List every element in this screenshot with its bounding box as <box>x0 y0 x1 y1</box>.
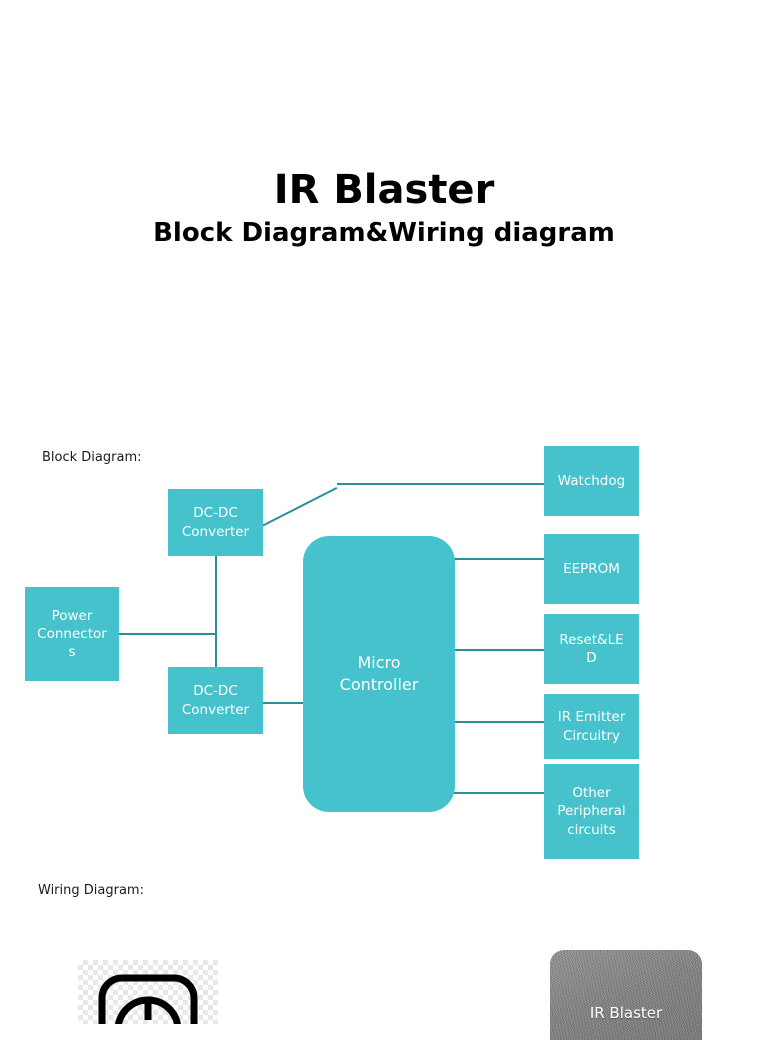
node-other-peripheral-circuits[interactable]: Other Peripheral circuits <box>544 764 639 859</box>
page-subtitle: Block Diagram&Wiring diagram <box>153 218 615 248</box>
node-label-line: Circuitry <box>563 727 620 744</box>
block-diagram-label: Block Diagram: <box>42 450 142 465</box>
node-power-connectors[interactable]: Power Connector s <box>25 587 119 681</box>
node-ir-emitter-circuitry[interactable]: IR Emitter Circuitry <box>544 694 639 759</box>
node-reset-led[interactable]: Reset&LE D <box>544 614 639 684</box>
node-label-line: Watchdog <box>557 472 626 489</box>
wiring-diagram: IR Blaster <box>0 930 768 1040</box>
node-dcdc-converter-top[interactable]: DC-DC Converter <box>168 489 263 556</box>
node-label-line: D <box>586 650 597 666</box>
wire-mcu-to-eeprom <box>452 558 546 560</box>
node-label-line: IR Emitter <box>557 709 626 726</box>
wire-mcu-to-other-peripherals <box>452 792 546 794</box>
wire-dcdc-top-diagonal <box>261 486 338 527</box>
node-label-line: EEPROM <box>563 560 620 577</box>
wire-mcu-to-reset-led <box>452 649 546 651</box>
block-diagram: Power Connector s DC-DC Converter DC-DC … <box>0 430 768 870</box>
node-label-line: Micro <box>357 652 401 672</box>
wire-to-watchdog <box>337 483 545 485</box>
node-label-line: Reset&LE <box>559 631 624 648</box>
node-watchdog[interactable]: Watchdog <box>544 446 639 516</box>
node-label-line: Controller <box>339 675 419 694</box>
node-label-line: Other <box>572 785 611 802</box>
node-label-line: circuits <box>567 821 616 838</box>
wire-mcu-to-ir-emitter <box>452 721 546 723</box>
ir-blaster-device[interactable]: IR Blaster <box>550 950 702 1040</box>
power-socket-icon <box>78 960 218 1024</box>
node-label-line: s <box>68 644 76 661</box>
node-label-line: DC-DC <box>193 683 238 700</box>
wire-dcdc-bottom-to-mcu <box>262 702 307 704</box>
node-label-line: DC-DC <box>193 505 238 522</box>
node-dcdc-converter-bottom[interactable]: DC-DC Converter <box>168 667 263 734</box>
wiring-diagram-label: Wiring Diagram: <box>38 883 144 898</box>
node-label-line: Connector <box>37 625 107 642</box>
node-label-line: Converter <box>181 523 250 540</box>
node-label-line: Power <box>51 607 93 624</box>
wire-dcdc-vertical-bus <box>215 556 217 668</box>
node-label-line: Converter <box>181 701 250 718</box>
node-label-line: Peripheral <box>557 803 626 820</box>
ir-blaster-device-label: IR Blaster <box>589 1004 663 1022</box>
wire-power-to-bus <box>119 633 217 635</box>
node-eeprom[interactable]: EEPROM <box>544 534 639 604</box>
node-micro-controller[interactable]: Micro Controller <box>303 536 455 812</box>
page-title: IR Blaster <box>273 167 495 213</box>
